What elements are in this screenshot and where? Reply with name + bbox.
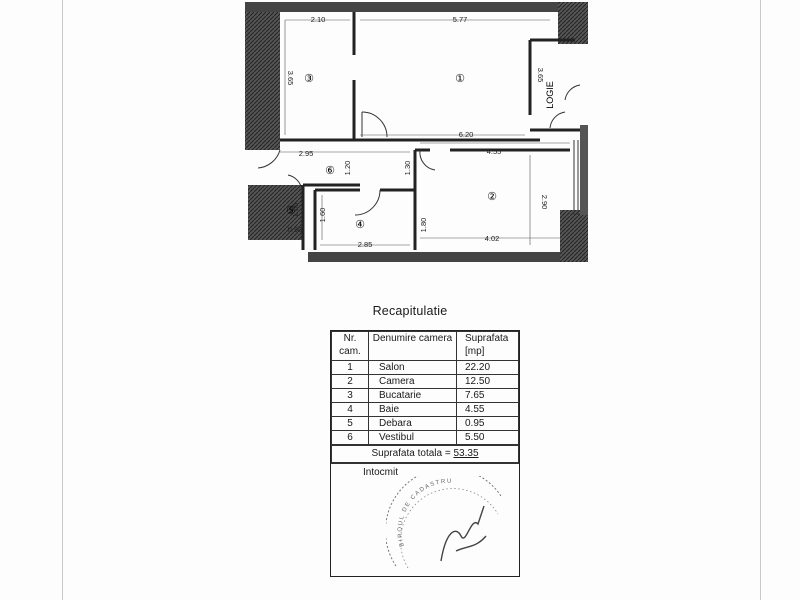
- prepared-by-box: Intocmit BIROUL DE CADASTRU: [331, 463, 519, 576]
- row-name: Vestibul: [368, 430, 457, 445]
- row-area: 0.95: [456, 416, 519, 431]
- table-row: 2 Camera 12.50: [331, 374, 519, 389]
- svg-text:BIROUL DE CADASTRU: BIROUL DE CADASTRU: [398, 479, 453, 547]
- stamp-seal: BIROUL DE CADASTRU: [386, 476, 502, 569]
- summary-table-box: Nr. cam. Denumire camera Suprafata [mp] …: [330, 330, 520, 577]
- wall-south: [308, 252, 588, 262]
- row-name: Baie: [368, 402, 457, 417]
- dim-label: 4.55: [487, 147, 502, 156]
- windows: [573, 140, 579, 215]
- dim-label: 1.30: [403, 161, 412, 176]
- dim-label: 3.65: [286, 71, 295, 86]
- dim-label: 2.95: [299, 149, 314, 158]
- row-nr: 5: [331, 416, 369, 431]
- row-nr: 3: [331, 388, 369, 403]
- row-area: 4.55: [456, 402, 519, 417]
- row-nr: 6: [331, 430, 369, 445]
- wall-northeast: [558, 2, 588, 44]
- dimension-lines: [280, 19, 570, 246]
- table-row: 5 Debara 0.95: [331, 416, 519, 431]
- dim-label: 1.60: [318, 208, 327, 223]
- row-area: 5.50: [456, 430, 519, 445]
- wall-east: [580, 125, 588, 215]
- dim-label: 6.20: [459, 130, 474, 139]
- total-area: Suprafata totala = 53.35: [331, 445, 519, 463]
- row-name: Salon: [368, 360, 457, 375]
- floor-plan: ③ ① ② ④ ⑤ ⑥ LOGIE 2.10 5.77 3.65 3.65 6.…: [230, 0, 600, 270]
- row-area: 7.65: [456, 388, 519, 403]
- row-area: 12.50: [456, 374, 519, 389]
- wall-southeast: [560, 210, 588, 262]
- wall-southwest: [248, 185, 303, 240]
- room-label-5: ⑤: [286, 205, 296, 217]
- header-name: Denumire camera: [368, 331, 457, 361]
- table-row: 4 Baie 4.55: [331, 402, 519, 417]
- total-value: 53.35: [453, 448, 479, 459]
- dim-label: 2.10: [311, 15, 326, 24]
- row-nr: 2: [331, 374, 369, 389]
- door-swings: [257, 84, 581, 216]
- scan-edge-left: [62, 0, 63, 600]
- dim-label: 5.77: [453, 15, 468, 24]
- scan-edge-right: [760, 0, 761, 600]
- interior-walls: [280, 12, 580, 250]
- dim-label: 1.80: [419, 218, 428, 233]
- table-row: 1 Salon 22.20: [331, 360, 519, 375]
- dim-label: 3.65: [536, 68, 545, 83]
- room-label-1: ①: [455, 73, 465, 85]
- row-nr: 1: [331, 360, 369, 375]
- table-header-row: Nr. cam. Denumire camera Suprafata [mp]: [331, 331, 519, 361]
- room-label-2: ②: [487, 191, 497, 203]
- table-row: 6 Vestibul 5.50: [331, 430, 519, 445]
- row-area: 22.20: [456, 360, 519, 375]
- total-label: Suprafata totala =: [371, 448, 451, 459]
- table-row: 3 Bucatarie 7.65: [331, 388, 519, 403]
- dim-label: 1.20: [343, 161, 352, 176]
- row-nr: 4: [331, 402, 369, 417]
- dim-label: 2.90: [540, 195, 549, 210]
- wall-north: [245, 2, 560, 12]
- row-name: Bucatarie: [368, 388, 457, 403]
- header-nr: Nr. cam.: [331, 331, 369, 361]
- dim-label: 1.05: [291, 203, 300, 218]
- row-name: Debara: [368, 416, 457, 431]
- room-label-4: ④: [355, 219, 365, 231]
- floor-plan-drawing: ③ ① ② ④ ⑤ ⑥ LOGIE 2.10 5.77 3.65 3.65 6.…: [245, 2, 588, 262]
- room-label-3: ③: [304, 73, 314, 85]
- dim-label: 0.90: [288, 225, 303, 234]
- summary-table: Nr. cam. Denumire camera Suprafata [mp] …: [331, 331, 519, 445]
- loggia-label: LOGIE: [545, 81, 555, 109]
- prepared-by-label: Intocmit: [363, 467, 399, 478]
- summary-title: Recapitulatie: [372, 304, 448, 318]
- signature: [440, 505, 487, 562]
- row-name: Camera: [368, 374, 457, 389]
- dim-label: 2.85: [358, 240, 373, 249]
- wall-west: [245, 2, 280, 150]
- room-label-6: ⑥: [325, 165, 335, 177]
- header-area: Suprafata [mp]: [456, 331, 519, 361]
- dim-label: 4.02: [485, 234, 500, 243]
